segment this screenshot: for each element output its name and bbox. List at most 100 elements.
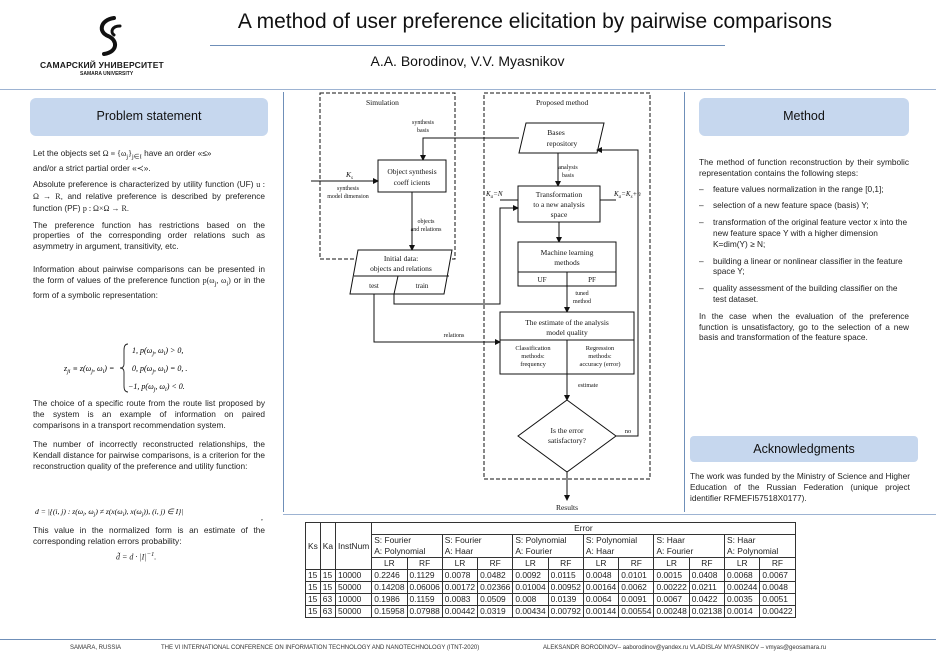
pf-formula: p : Ω×Ω → R	[82, 203, 127, 213]
footer-authors: ALEKSANDR BORODINOV– aaborodinov@yandex.…	[543, 645, 827, 651]
table-subheader-rf: RF	[759, 557, 796, 570]
table-cell: 0.06006	[406, 581, 443, 594]
results-label: Results	[556, 503, 578, 512]
table-cell: 15	[305, 593, 321, 606]
synthesis-basis: S: Polynomial	[585, 535, 638, 545]
svg-text:zji ≡ z(ωj, ωi) =: zji ≡ z(ωj, ωi) =	[63, 364, 114, 375]
p1-start: Let the objects set	[33, 148, 101, 158]
table-header-error: Error	[371, 522, 796, 535]
initial-data-label: Initial data:	[384, 254, 418, 263]
svg-text:frequency: frequency	[520, 361, 546, 368]
method-step: transformation of the original feature v…	[699, 217, 909, 249]
p1-end: and/or a strict partial order «≺».	[33, 163, 151, 174]
p2-start: Absolute preference is characterized by …	[33, 179, 254, 190]
table-cell: 15	[305, 569, 321, 582]
footer-divider	[0, 639, 936, 640]
svg-text:objects and relations: objects and relations	[370, 264, 432, 273]
table-cell: 0.0067	[653, 593, 690, 606]
test-label: test	[369, 282, 379, 290]
table-cell: 0.0091	[618, 593, 655, 606]
simulation-label: Simulation	[366, 98, 399, 107]
svg-text:−1, p(ωj, ωi) < 0.: −1, p(ωj, ωi) < 0.	[128, 382, 185, 393]
synthesis-basis: S: Fourier	[444, 535, 482, 545]
table-cell: 0.008	[512, 593, 549, 606]
pf-value-formula: p(ωj, ωi)	[202, 275, 231, 288]
analysis-basis: A: Haar	[444, 546, 474, 556]
table-cell: 0.0139	[547, 593, 584, 606]
proposed-label: Proposed method	[536, 98, 589, 107]
p2-end: , and relative preference is described b…	[33, 190, 266, 213]
svg-text:model dimension: model dimension	[327, 194, 369, 200]
table-cell: 10000	[335, 569, 373, 582]
error-question-label: Is the error	[551, 426, 584, 435]
table-cell: 0.2246	[371, 569, 408, 582]
method-body: The method of function reconstruction by…	[699, 157, 909, 348]
acknowledgments-body: The work was funded by the Ministry of S…	[690, 471, 910, 503]
table-header-ka: Ka	[319, 522, 337, 570]
svg-text:coeff icients: coeff icients	[394, 178, 431, 187]
table-subheader-rf: RF	[406, 557, 443, 570]
table-cell: 0.02366	[477, 581, 514, 594]
table-cell: 0.15958	[371, 605, 408, 618]
problem-statement-heading: Problem statement	[30, 98, 268, 136]
poster-authors: A.A. Borodinov, V.V. Myasnikov	[370, 53, 565, 69]
normalized-text: This value in the normalized form is an …	[33, 525, 265, 546]
svg-text:to a new analysis: to a new analysis	[533, 200, 585, 209]
footer-location: SAMARA, RUSSIA	[70, 645, 122, 651]
left-column-divider	[283, 92, 284, 512]
table-cell: 0.00164	[582, 581, 620, 594]
ka-equals-ks-label: Ka=Ks+n	[613, 190, 641, 200]
ks-label: Ks	[345, 170, 353, 181]
table-cell: 0.00554	[618, 605, 655, 618]
table-cell: 0.0064	[582, 593, 620, 606]
table-cell: 0.0509	[477, 593, 514, 606]
svg-text:basis: basis	[562, 173, 575, 179]
synthesis-basis: S: Haar	[727, 535, 756, 545]
table-cell: 63	[319, 593, 337, 606]
estimate-label: estimate	[578, 383, 598, 389]
table-cell: 0.0083	[441, 593, 479, 606]
svg-text:methods:: methods:	[588, 353, 612, 360]
analysis-basis: A: Haar	[585, 546, 615, 556]
normalized-formula: d̃ = d · |I|−1.	[116, 551, 157, 562]
right-column-divider	[684, 92, 685, 512]
synthesis-basis: S: Polynomial	[515, 535, 567, 545]
svg-text:method: method	[573, 299, 591, 305]
p4-start: Information about pairwise comparisons c…	[33, 263, 265, 285]
table-cell: 0.07988	[406, 605, 443, 618]
table-cell: 0.0482	[477, 569, 514, 582]
method-steps: feature values normalization in the rang…	[699, 184, 909, 305]
bases-repository-label: Bases	[547, 128, 565, 137]
ka-equals-n-label: Ka=N	[485, 190, 503, 200]
relations-label: relations	[444, 333, 465, 339]
table-cell: 0.00952	[547, 581, 584, 594]
method-heading: Method	[699, 98, 909, 136]
kendall-distance-formula: d = |{(i, j) : z(ωi, ωj) ≠ z(x(ωi), x(ωj…	[35, 507, 263, 522]
p6: The number of incorrectly reconstructed …	[33, 439, 265, 471]
estimate-box-title: The estimate of the analysis	[525, 318, 609, 327]
table-cell: 0.14208	[371, 581, 408, 594]
table-subheader-rf: RF	[688, 557, 726, 570]
table-cell: 0.1159	[406, 593, 443, 606]
table-cell: 0.0068	[724, 569, 761, 582]
method-step: building a linear or nonlinear classifie…	[699, 256, 909, 278]
analysis-basis: A: Fourier	[515, 546, 553, 556]
table-cell: 0.00442	[441, 605, 479, 618]
synthesis-basis: S: Fourier	[374, 535, 411, 545]
table-subheader-rf: RF	[618, 557, 655, 570]
logo-sub-text: SAMARA UNIVERSITY	[80, 71, 134, 77]
classification-methods-label: Classification	[515, 345, 551, 352]
svg-text:,: ,	[261, 513, 263, 522]
table-cell: 0.0067	[759, 569, 796, 582]
table-divider	[283, 514, 936, 515]
table-cell: 0.00172	[441, 581, 479, 594]
table-subheader-lr: LR	[724, 557, 761, 570]
pf-label: PF	[588, 276, 596, 284]
